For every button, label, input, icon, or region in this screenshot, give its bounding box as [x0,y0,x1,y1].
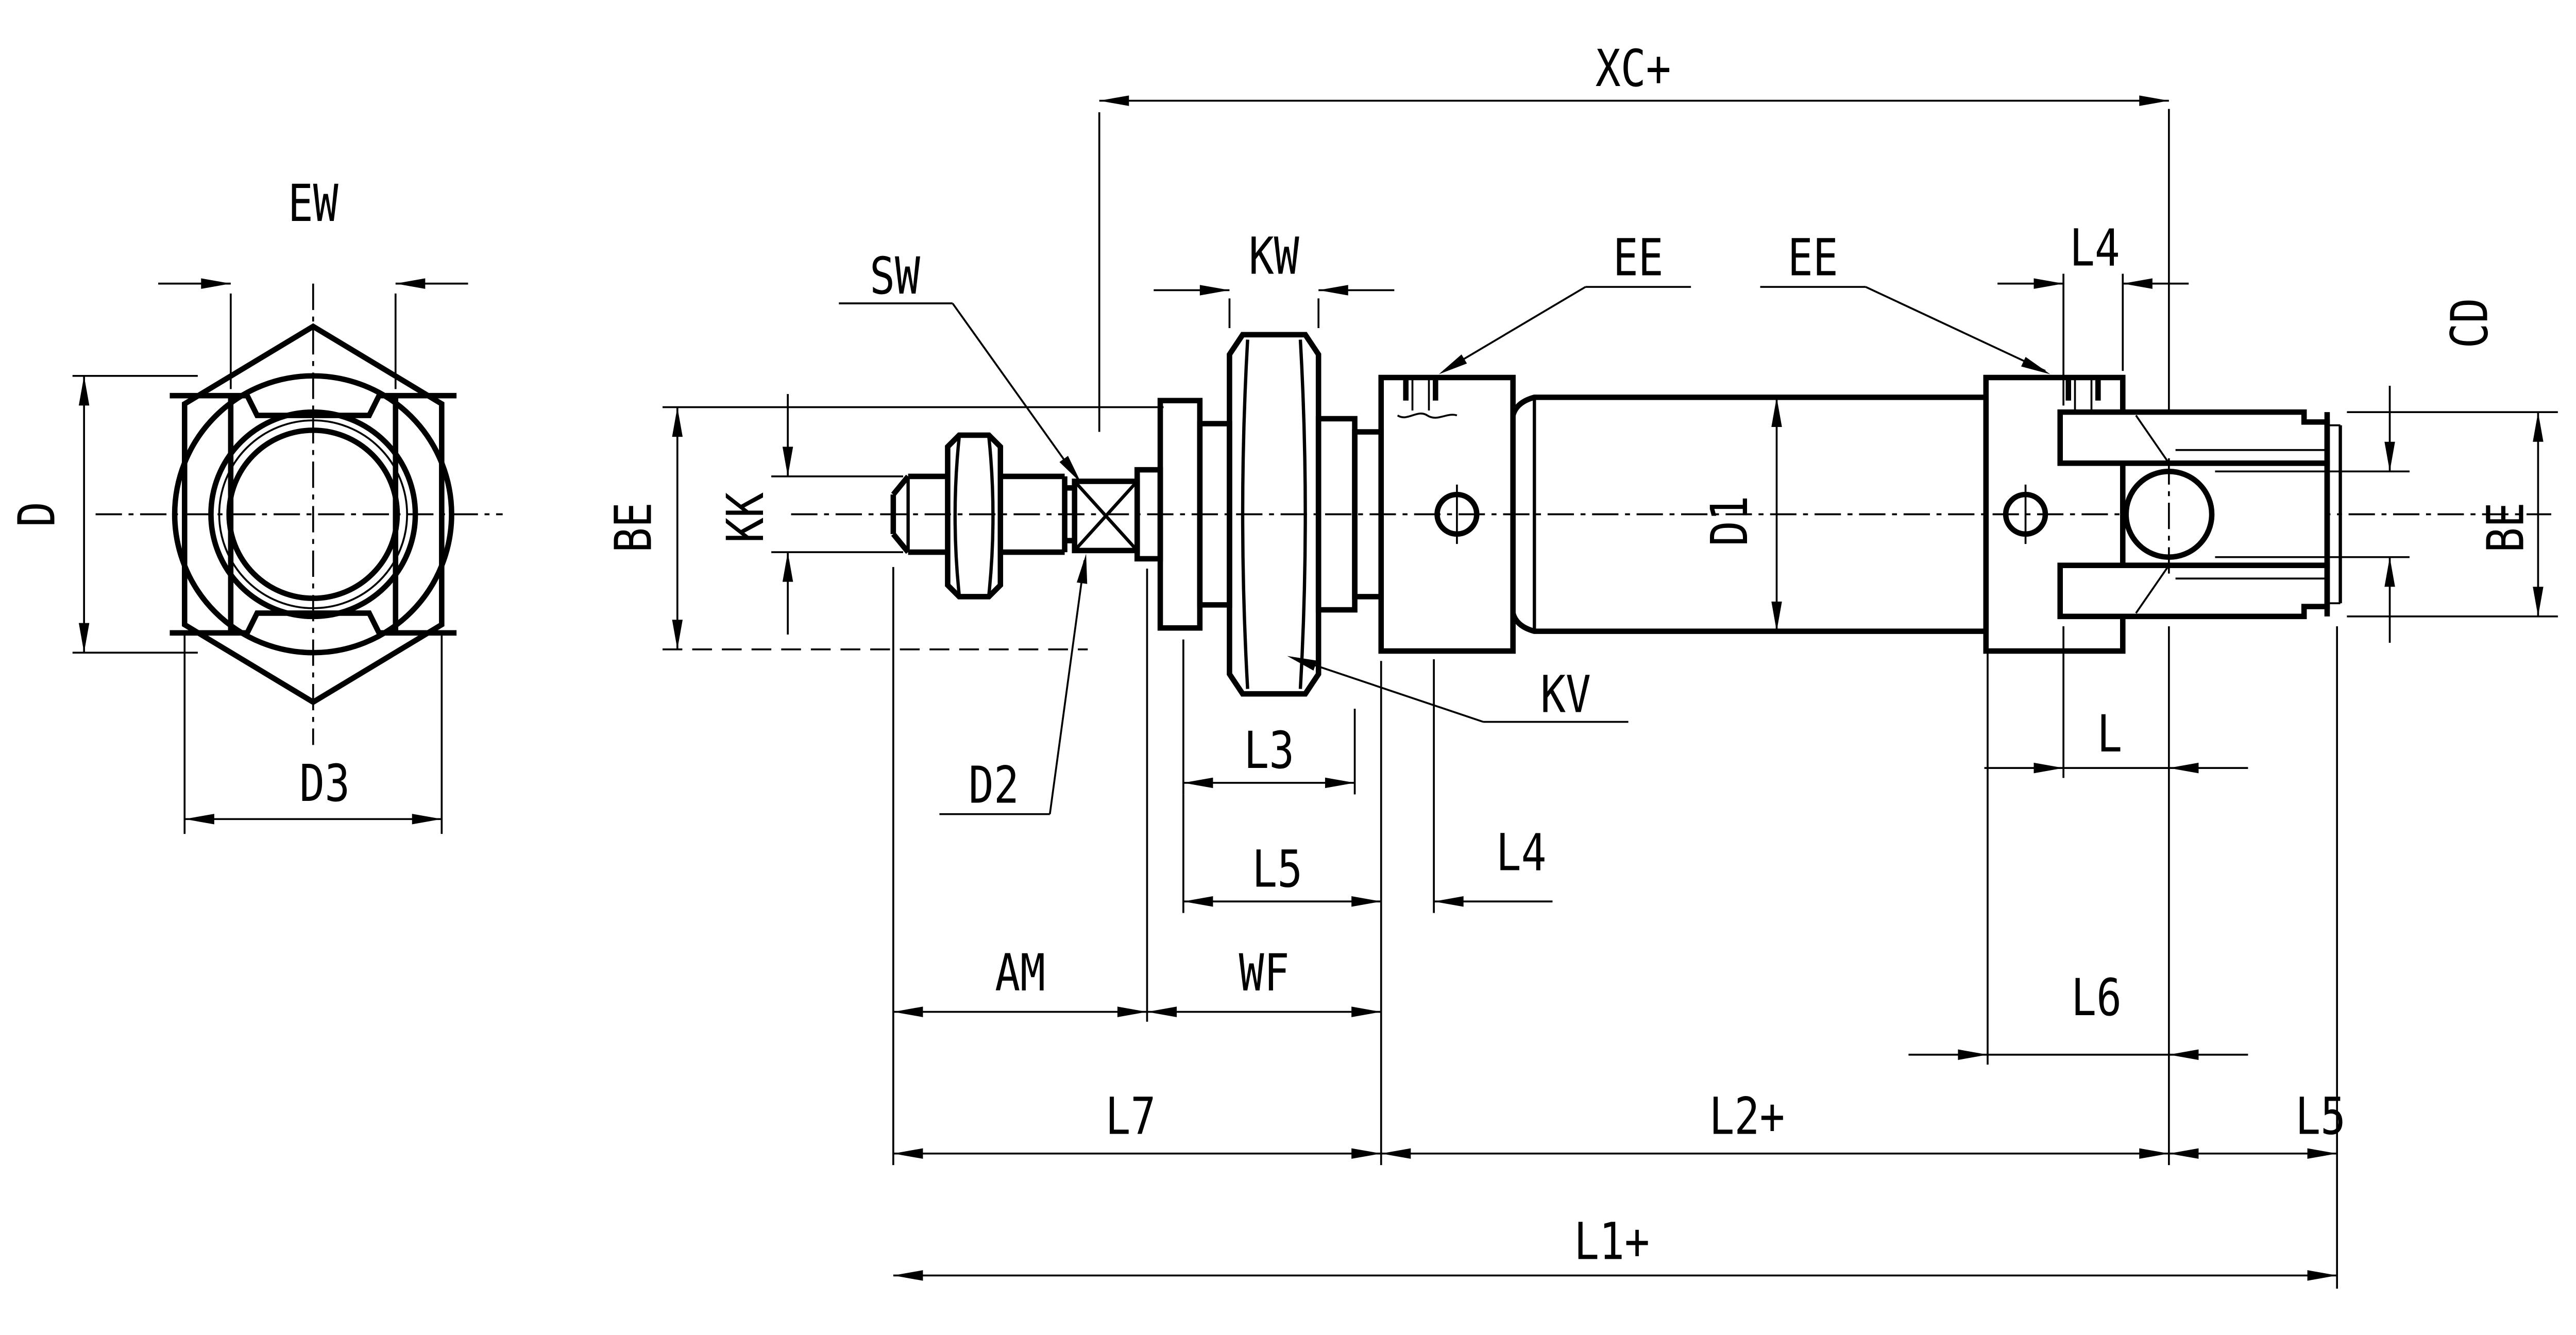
leader-ee-left: EE [1438,229,1691,374]
dim-label-kv: KV [1540,665,1591,725]
dim-l2: L2+ [1381,1087,2169,1159]
dim-cd: CD [2215,298,2499,643]
d3-arrow-right [412,814,442,825]
clevis-top-plate [2057,409,2330,466]
dim-label-ew: EW [288,174,338,233]
kv-leader-arrow [1287,656,1317,671]
leader-sw: SW [839,247,1081,483]
dim-label-cd: CD [2440,298,2499,348]
d-arrow-bottom [78,623,90,653]
dim-label-l5-mid: L5 [1252,840,1302,899]
dim-label-xc: XC+ [1596,39,1671,98]
dim-kk: KK [716,393,904,635]
dim-label-l4-top: L4 [2070,219,2120,278]
clevis-bottom-plate [2057,562,2330,620]
clevis-top-chamfer [2135,415,2170,464]
end-view-thread-circle [218,419,408,609]
end-view-body-circle [172,373,454,656]
dim-l: L [1984,626,2248,1166]
end-view: EW D D3 [8,174,503,834]
dim-label-sw: SW [870,247,920,306]
rod-locknut [945,432,1004,600]
dim-label-be-right: BE [2477,502,2536,553]
dim-d3: D3 [183,635,443,834]
dim-label-wf: WF [1239,944,1290,1003]
ee-right-leader-arrow [2021,356,2050,374]
side-view: SW D2 KV EE EE [604,39,2558,1289]
dim-label-l4-mid: L4 [1496,824,1547,883]
front-port [1397,377,1458,419]
mounting-nut [1227,332,1321,697]
dim-label-l3: L3 [1244,721,1294,780]
dim-label-kk: KK [716,492,775,543]
rear-clevis [2057,409,2342,620]
dim-label-l: L [2097,705,2122,764]
clevis-bottom-chamfer [2135,564,2170,614]
dim-label-kw: KW [1249,227,1299,286]
dim-l7: L7 [893,1087,1381,1159]
ew-arrow-right [395,278,426,289]
dim-label-d2: D2 [969,756,1019,815]
dim-ew: EW [158,174,468,389]
dim-label-l2: L2+ [1709,1087,1785,1146]
dim-label-ee-right: EE [1788,229,1838,288]
dim-d: D [8,374,198,654]
leader-d2: D2 [939,554,1088,815]
dim-label-be-left: BE [604,502,664,553]
dim-l1: L1+ [893,1212,2337,1281]
end-view-top-band [170,392,457,418]
dim-be-left: BE [604,406,1164,651]
dim-l3: L3 [1182,639,1356,795]
dim-label-d3: D3 [299,754,350,813]
dim-l6: L6 [1908,641,2248,1065]
dim-kw: KW [1154,227,1395,329]
dim-label-l1: L1+ [1574,1212,1650,1272]
d2-leader-arrow [1076,554,1088,584]
dim-label-d1: D1 [1700,495,1759,546]
dim-am: AM [892,567,1148,1166]
dim-be-right: BE [2347,411,2558,618]
d-arrow-top [78,375,90,406]
leader-kv: KV [1287,656,1629,725]
ee-left-leader-arrow [1438,354,1467,374]
leader-ee-right: EE [1760,229,2050,374]
dim-label-l7: L7 [1106,1087,1156,1146]
end-view-bore-outer-circle [208,409,418,620]
sw-leader-arrow [1059,456,1081,483]
dim-xc: XC+ [1098,39,2170,432]
dim-label-l5-right: L5 [2295,1087,2346,1146]
ew-arrow-left [201,278,231,289]
dim-label-am: AM [995,944,1045,1003]
dim-l5-right: L5 [2168,626,2346,1289]
dim-l4-top: L4 [1997,219,2189,406]
d3-arrow-left [184,814,214,825]
dim-label-ee-left: EE [1613,229,1664,288]
dim-l5-mid: L5 [1182,659,1435,1166]
end-view-hexagon [182,323,445,706]
dim-d1: D1 [1700,397,1782,631]
front-cap [1378,374,1516,654]
clevis-boss [2120,460,2330,568]
dim-label-l6: L6 [2071,968,2122,1028]
rod-wrench-flats [1072,478,1140,554]
dim-wf: WF [1147,944,1381,1017]
dim-l4-mid: L4 [1434,824,1553,907]
end-view-bottom-band [170,610,457,636]
dim-label-d: D [8,502,67,527]
piston-rod [890,473,1075,555]
